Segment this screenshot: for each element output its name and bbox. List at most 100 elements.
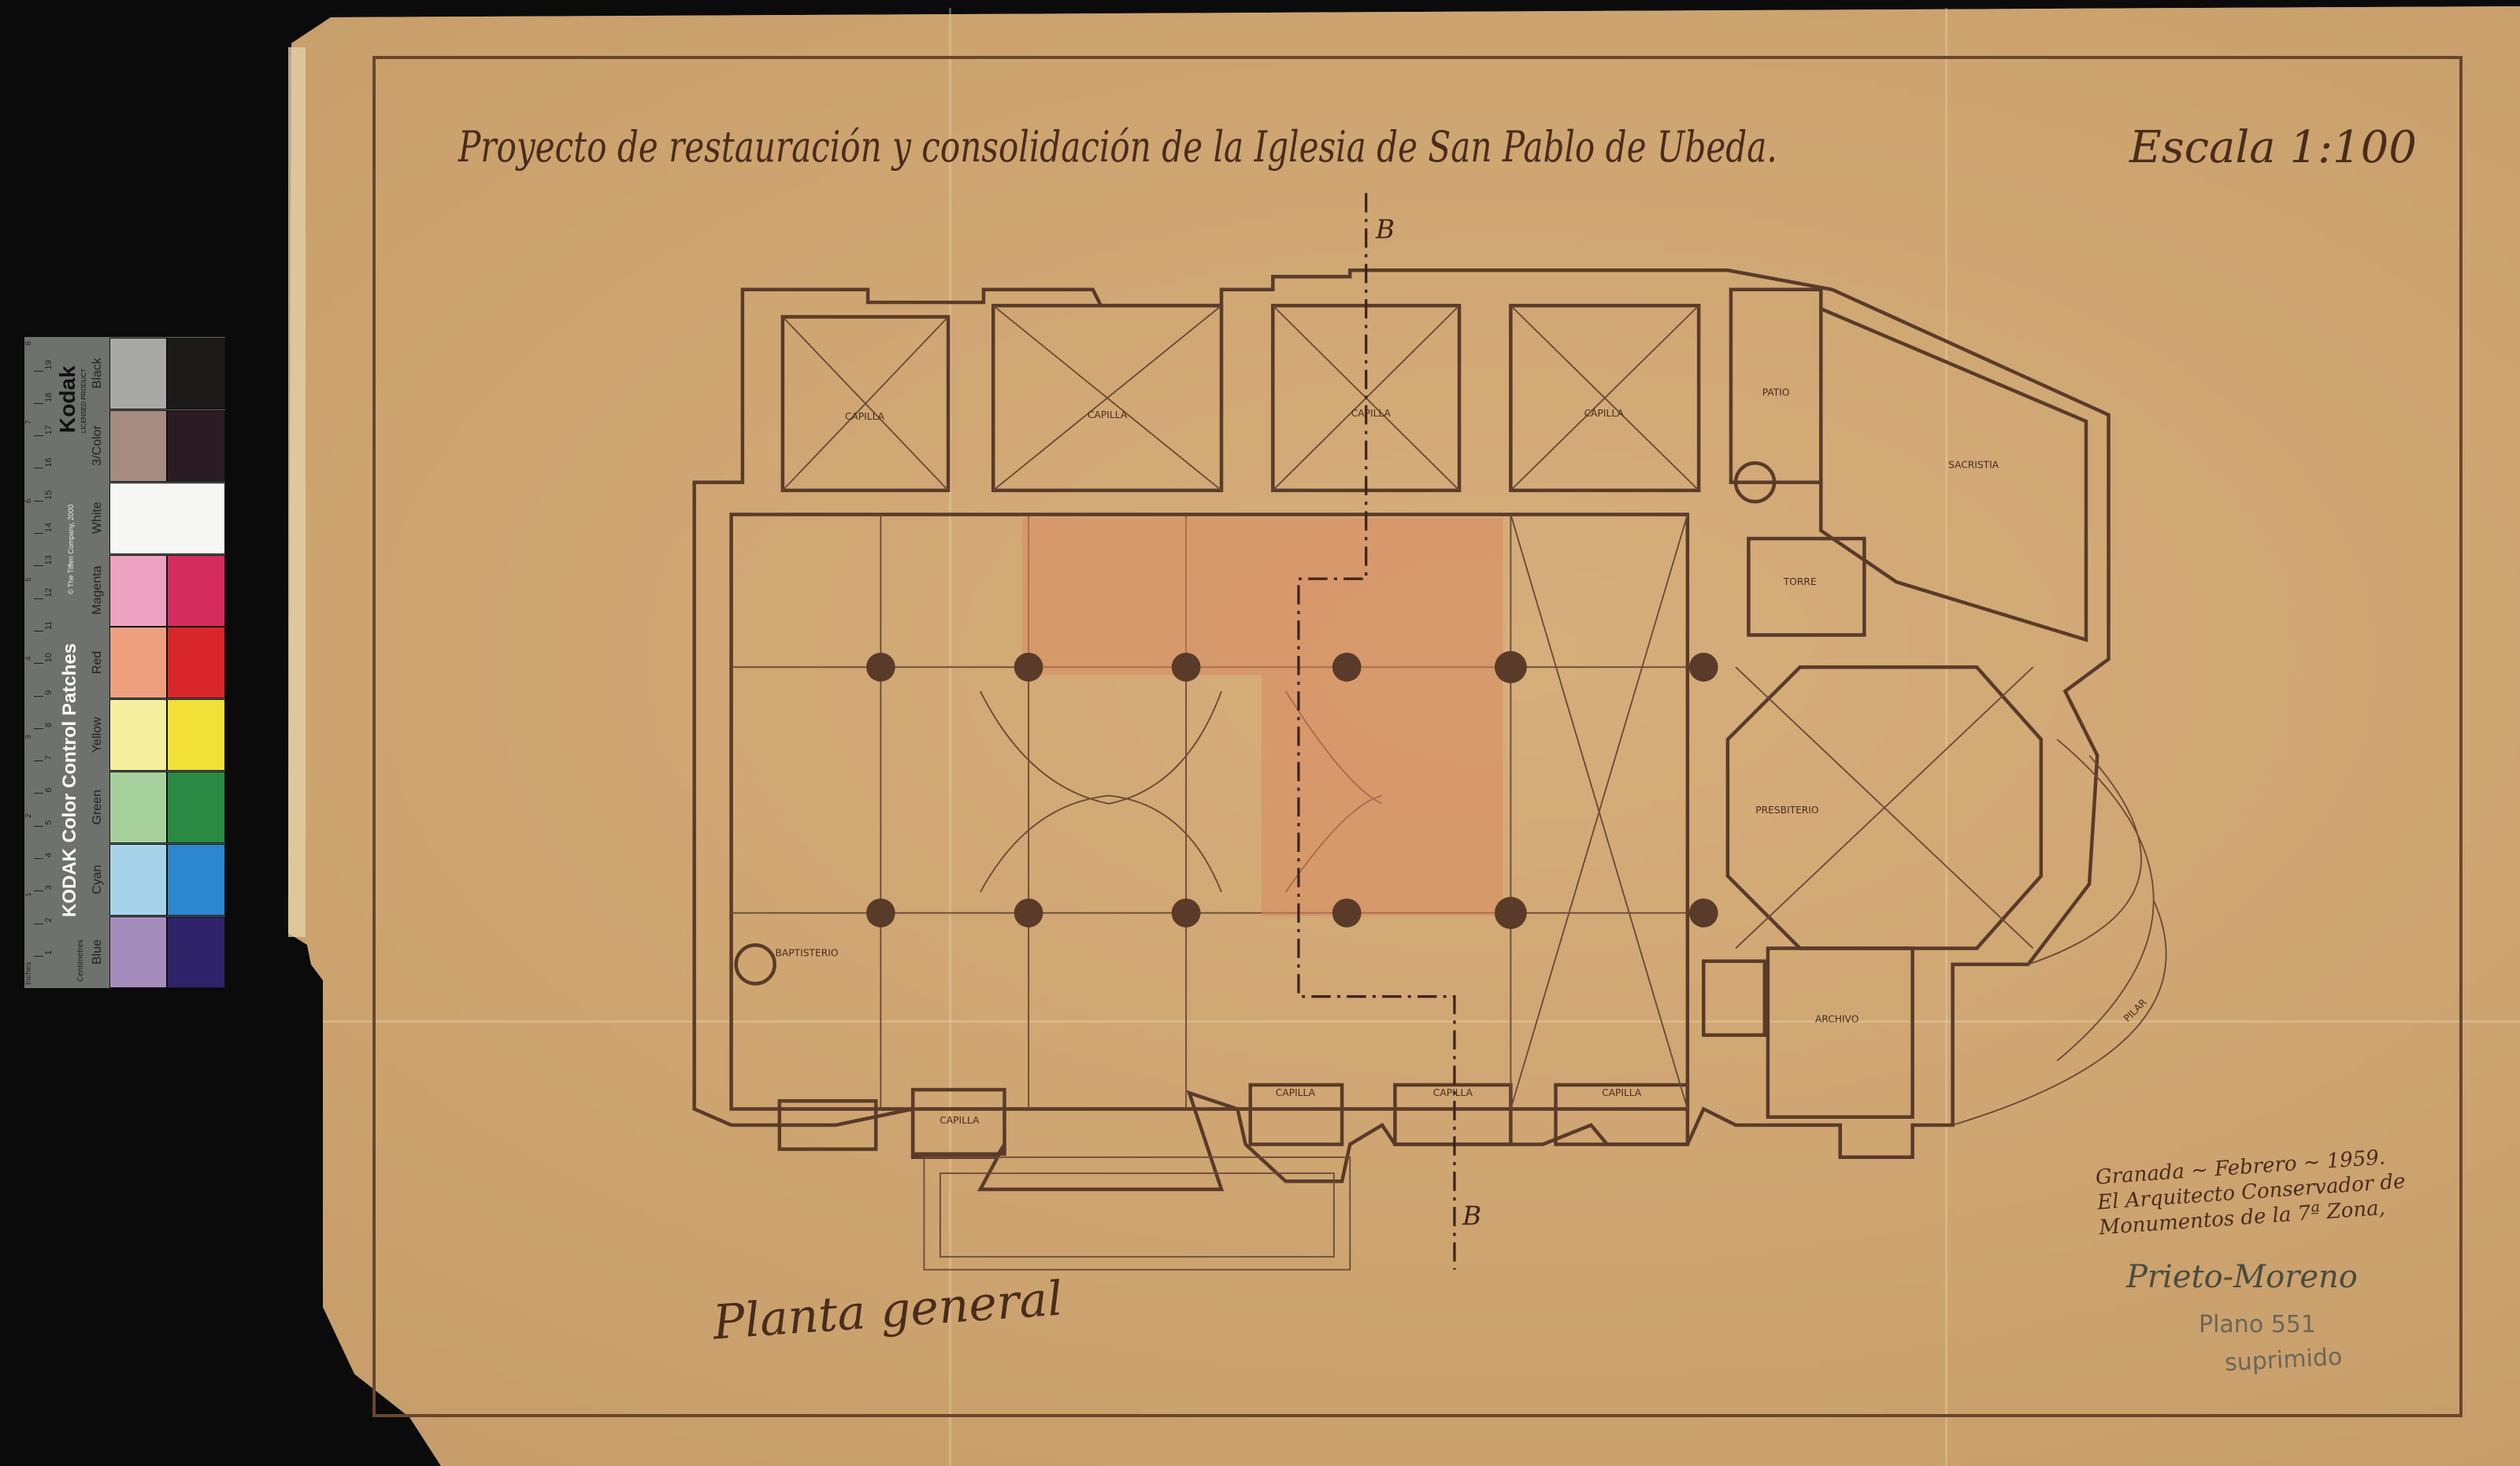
drawing-frame [372,56,2463,1417]
ruler-tick [34,663,43,665]
color-patch-cyan-light [109,844,167,916]
kodak-color-strip: Inches Centimetres KODAK Color Control P… [24,337,225,988]
color-patch-green-light [109,772,167,844]
ruler-tick [34,468,43,469]
patch-label: White [91,502,104,535]
room-label: CAPILLA [1088,409,1128,420]
patch-label: Cyan [91,864,104,894]
folded-paper-edge [288,47,306,937]
color-patch-blue-light [109,916,167,988]
handwritten-signature: Prieto-Moreno [2126,1259,2358,1295]
inch-label: 2 [24,813,33,818]
drawing-title: Proyecto de restauración y consolidación… [458,122,1777,172]
ruler-tick [34,598,43,599]
cm-label: 14 [44,522,54,533]
pencil-note-plano: Plano 551 [2199,1311,2316,1338]
color-patch-yellow-dark [167,699,225,772]
cm-label: 9 [44,690,54,695]
color-patch-red-light [109,627,167,699]
inch-label: 8 [24,341,33,346]
units-cm: Centimetres [76,939,85,982]
color-patch-magenta-dark [167,554,225,627]
room-label: PATIO [1762,387,1790,398]
cm-label: 7 [44,755,54,761]
color-patch-cyan-dark [167,844,225,916]
patch-label: Blue [91,938,104,965]
piers [866,650,1718,929]
inch-label: 1 [24,892,33,897]
patch-label: Black [91,357,104,389]
room-label: CAPILLA [1351,408,1392,419]
color-patch-black-dark [167,337,225,409]
cm-label: 3 [44,885,54,890]
patch-label: Magenta [91,565,104,615]
ruler-tick [34,370,43,372]
room-label: CAPILLA [1584,408,1625,419]
room-label: CAPILLA [939,1115,980,1126]
cm-label: 19 [44,360,54,370]
room-label: CAPILLA [1276,1087,1316,1098]
inch-label: 4 [24,656,33,661]
fold-crease [323,1020,2520,1023]
cm-label: 1 [44,950,54,955]
patch-label: Yellow [91,716,104,753]
room-label: PRESBITERIO [1755,805,1818,816]
kodak-logo: Kodak [55,365,80,433]
room-label: ARCHIVO [1815,1013,1858,1024]
ruler-tick [34,858,43,860]
room-label: CAPILLA [845,411,885,422]
inch-label: 7 [24,420,33,424]
ruler-tick [34,435,43,437]
section-marker-top: B [1375,214,1395,244]
inch-label: 3 [24,735,33,739]
section-marker-bottom: B [1462,1201,1481,1231]
kodak-copyright: © The Tiffen Company, 2000 [67,504,75,594]
fold-crease [949,8,951,1466]
color-patch-yellow-light [109,699,167,772]
cm-label: 4 [44,852,54,858]
ruler-tick [34,825,43,827]
room-label: TORRE [1783,576,1817,587]
ruler-tick [34,565,43,567]
color-patch-green-dark [167,772,225,844]
cm-label: 5 [44,820,54,825]
color-patch-white [109,482,225,554]
color-patch-3-color-light [109,409,167,482]
ruler-tick [34,402,43,404]
cm-label: 18 [44,392,54,402]
ruler-tick [34,890,43,892]
room-label: BAPTISTERIO [776,948,839,959]
kodak-licensed: LICENSED PRODUCT [80,368,87,433]
units-inches: Inches [24,961,33,985]
cm-label: 10 [44,653,54,663]
cm-label: 8 [44,722,54,727]
room-label: CAPILLA [1433,1087,1473,1098]
highlighted-area [1021,517,1503,916]
ruler-tick [34,695,43,697]
ruler-tick [34,956,43,957]
cm-label: 2 [44,917,54,923]
cm-label: 16 [44,457,54,468]
ruler: Inches Centimetres KODAK Color Control P… [24,337,109,988]
section-line [1297,193,1456,1270]
cm-label: 12 [44,587,54,598]
cm-label: 17 [44,424,54,435]
inch-label: 6 [24,498,33,503]
walls [692,268,2110,1191]
cm-label: 15 [44,490,54,500]
color-patch-black-light [109,337,167,409]
patch-label: 3/Color [91,425,104,466]
fold-crease [1945,8,1947,1466]
cm-label: 11 [44,620,54,630]
color-patch-3-color-dark [167,409,225,482]
color-patch-blue-dark [167,916,225,988]
room-label: CAPILLA [1602,1087,1642,1098]
room-label: SACRISTIA [1948,459,1999,470]
patch-label: Red [91,650,104,675]
kodak-title: KODAK Color Control Patches [59,642,80,917]
room-label: PILAR [2122,997,2149,1024]
color-patch-red-dark [167,627,225,699]
ruler-tick [34,500,43,502]
patch-label: Green [91,790,104,825]
